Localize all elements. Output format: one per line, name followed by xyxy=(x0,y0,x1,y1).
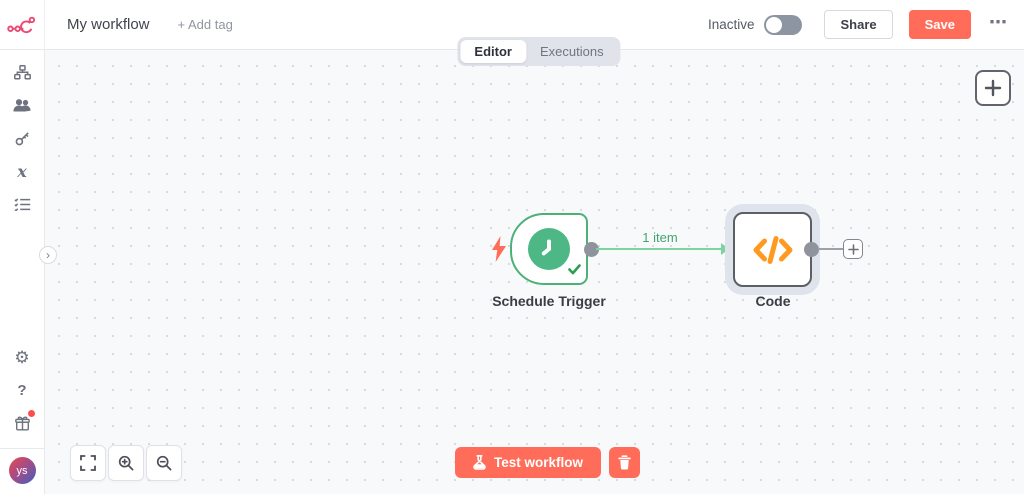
add-connected-node-button[interactable] xyxy=(843,239,863,259)
sidebar: x ⚙ ? ys xyxy=(0,50,45,494)
plus-icon xyxy=(984,79,1002,97)
code-output-port[interactable] xyxy=(804,242,819,257)
help-question-icon[interactable]: ? xyxy=(17,381,27,399)
workflow-canvas[interactable]: Schedule Trigger 1 item Code xyxy=(45,50,1024,494)
test-workflow-label: Test workflow xyxy=(494,455,584,470)
delete-workflow-button[interactable] xyxy=(609,447,641,478)
connection-arrow xyxy=(721,243,729,255)
active-toggle[interactable] xyxy=(764,14,803,35)
tab-executions[interactable]: Executions xyxy=(539,44,604,59)
fit-view-icon xyxy=(80,455,96,471)
stub-connection-line xyxy=(818,248,843,250)
add-tag-button[interactable]: + Add tag xyxy=(177,17,233,32)
whats-new-gift-icon[interactable] xyxy=(8,409,36,437)
node-code[interactable] xyxy=(733,212,812,287)
sidebar-divider xyxy=(0,448,44,449)
credentials-key-icon[interactable] xyxy=(8,124,36,152)
editor-tabs: Editor Executions xyxy=(457,37,621,66)
flask-icon xyxy=(473,455,486,470)
schedule-trigger-output-port[interactable] xyxy=(584,242,599,257)
code-icon xyxy=(753,235,792,264)
n8n-logo-icon xyxy=(7,16,36,33)
test-workflow-button[interactable]: Test workflow xyxy=(455,447,602,478)
node-label: Code xyxy=(755,293,791,309)
variables-x-icon[interactable]: x xyxy=(17,161,27,181)
canvas-zoom-controls xyxy=(70,445,182,481)
tab-editor[interactable]: Editor xyxy=(460,40,526,63)
workflow-title[interactable]: My workflow xyxy=(67,16,150,33)
success-check-icon xyxy=(568,262,581,280)
zoom-in-button[interactable] xyxy=(108,445,144,481)
toggle-knob xyxy=(766,16,783,33)
n8n-logo[interactable] xyxy=(0,0,45,50)
zoom-in-icon xyxy=(118,455,134,471)
templates-users-icon[interactable] xyxy=(8,91,36,119)
share-button[interactable]: Share xyxy=(824,10,893,39)
connection-items-label: 1 item xyxy=(642,230,678,245)
save-button[interactable]: Save xyxy=(908,10,971,39)
connection-line[interactable] xyxy=(596,248,724,250)
trigger-bolt-icon xyxy=(492,236,506,267)
trash-icon xyxy=(618,455,631,470)
user-avatar[interactable]: ys xyxy=(8,457,36,484)
fit-view-button[interactable] xyxy=(70,445,106,481)
zoom-out-button[interactable] xyxy=(146,445,182,481)
sidebar-bottom: ⚙ ? ys xyxy=(0,343,44,494)
header-actions: Inactive Share Save ⋯ xyxy=(708,10,1024,39)
more-options-button[interactable]: ⋯ xyxy=(989,11,1008,32)
add-node-button[interactable] xyxy=(975,70,1011,106)
plus-icon xyxy=(847,243,859,255)
settings-gear-icon[interactable]: ⚙ xyxy=(14,347,30,367)
clock-icon xyxy=(528,228,570,270)
workflows-icon[interactable] xyxy=(8,58,36,86)
code-input-port[interactable] xyxy=(727,238,736,260)
executions-list-icon[interactable] xyxy=(8,190,36,218)
zoom-out-icon xyxy=(156,455,172,471)
run-bar: Test workflow xyxy=(455,447,641,478)
notification-badge xyxy=(28,410,35,417)
workflow-status-label: Inactive xyxy=(707,17,755,32)
sidebar-expand-chevron-icon[interactable]: › xyxy=(39,246,57,264)
node-label: Schedule Trigger xyxy=(492,293,606,309)
node-schedule-trigger[interactable] xyxy=(510,213,588,285)
